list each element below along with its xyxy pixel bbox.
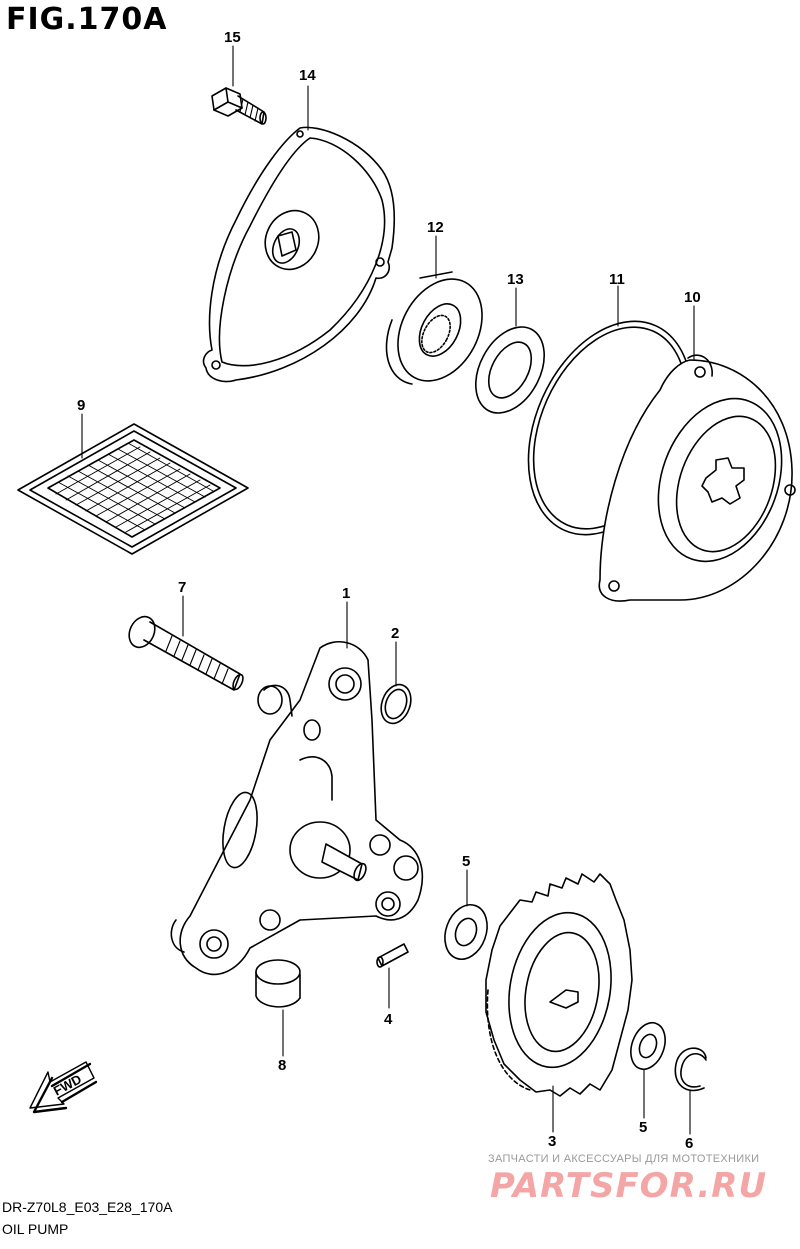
callout-9: 9 [77, 397, 85, 414]
part-5-washer-lower [630, 1021, 666, 1071]
fwd-label: FWD [51, 1071, 84, 1098]
callout-11: 11 [609, 271, 625, 288]
part-14-cover [202, 126, 396, 383]
part-10-cap [598, 354, 796, 602]
figure-title: FIG.170A [6, 2, 168, 37]
part-3-gear [485, 873, 633, 1097]
callout-2: 2 [391, 625, 399, 642]
diagram-name: OIL PUMP [2, 1221, 69, 1237]
part-6-circlip [674, 1047, 707, 1092]
diagram-code: DR-Z70L8_E03_E28_170A [2, 1199, 173, 1215]
callout-10: 10 [684, 289, 701, 306]
callout-6: 6 [685, 1135, 693, 1152]
part-9-strainer [17, 423, 249, 555]
part-5-washer-upper [444, 904, 488, 960]
callout-15: 15 [224, 29, 241, 46]
part-8-dowel-pin [255, 959, 301, 1008]
callout-12: 12 [427, 219, 444, 236]
watermark-tagline: ЗАПЧАСТИ И АКСЕССУАРЫ ДЛЯ МОТОТЕХНИКИ [488, 1153, 760, 1165]
part-13-washer [475, 326, 545, 414]
leader-lines [81, 45, 695, 1135]
watermark-logo: PARTSFOR.RU [490, 1166, 768, 1206]
callout-numbers: 15 14 12 13 11 10 9 7 1 2 5 4 8 3 5 6 [77, 29, 701, 1152]
callout-5-lower: 5 [639, 1119, 647, 1136]
callout-8: 8 [278, 1057, 286, 1074]
part-1-oil-pump [170, 640, 424, 976]
part-2-o-ring [380, 683, 412, 725]
callout-14: 14 [299, 67, 316, 84]
part-7-bolt [128, 615, 244, 691]
callout-5-upper: 5 [462, 853, 470, 870]
part-15-bolt [211, 87, 267, 125]
part-4-pin [376, 943, 409, 968]
fwd-arrow: FWD [29, 1061, 98, 1114]
callout-13: 13 [507, 271, 524, 288]
callout-4: 4 [384, 1011, 393, 1028]
part-12-oil-seal [385, 271, 483, 385]
callout-7: 7 [178, 579, 186, 596]
callout-3: 3 [548, 1133, 556, 1150]
callout-1: 1 [342, 585, 350, 602]
